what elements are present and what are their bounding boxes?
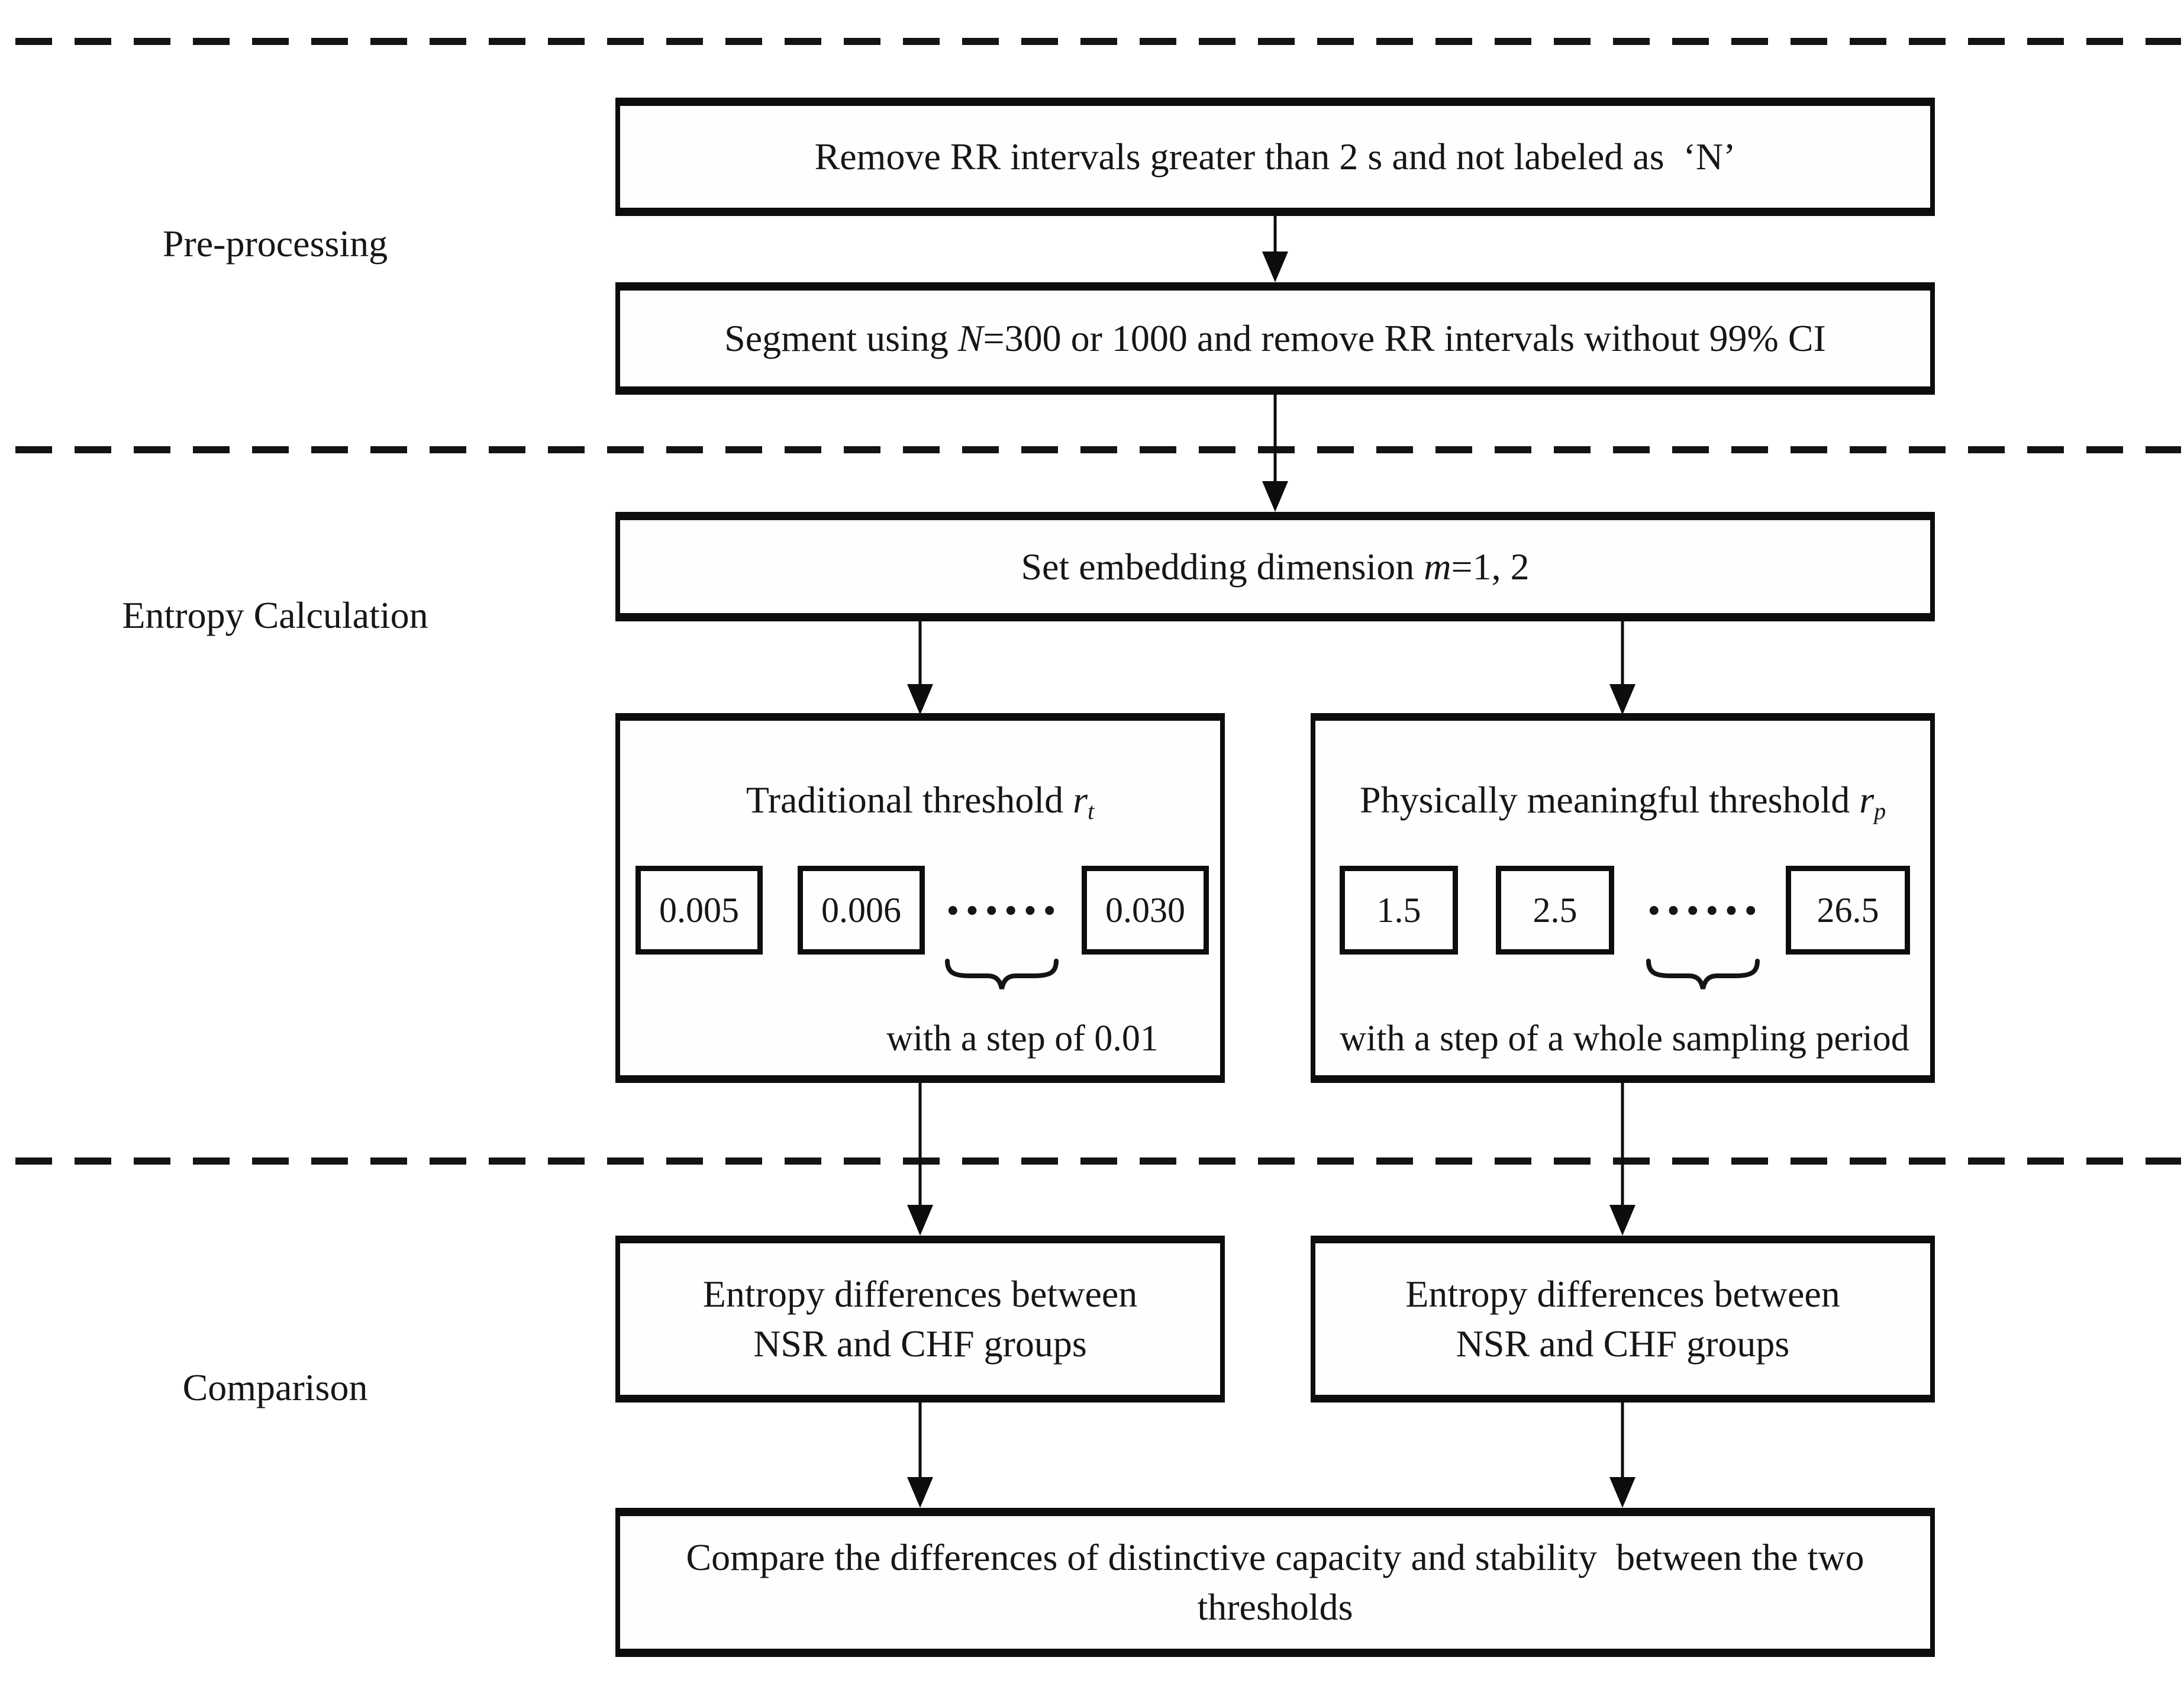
flow-box-segment: Segment using N=300 or 1000 and remove R… — [615, 282, 1935, 395]
physical-value-box-1: 1.5 — [1340, 866, 1458, 955]
flow-box-embedding-dimension: Set embedding dimension m=1, 2 — [615, 512, 1935, 621]
flow-box-remove-rr: Remove RR intervals greater than 2 s and… — [615, 98, 1935, 216]
arrow-shaft — [1621, 1083, 1624, 1210]
arrow-head-icon — [1262, 252, 1288, 282]
physical-title-var: r — [1859, 779, 1875, 821]
arrow-shaft — [1621, 621, 1624, 689]
flow-arrow-diff-right-to-compare — [1609, 1402, 1635, 1508]
traditional-value-box-2: 0.006 — [798, 866, 925, 955]
arrow-shaft — [918, 1083, 922, 1210]
entropy-diff-left-line2: NSR and CHF groups — [753, 1323, 1087, 1365]
segment-text-prefix: Segment using — [724, 317, 958, 359]
flow-box-compare: Compare the differences of distinctive c… — [615, 1508, 1935, 1657]
arrow-head-icon — [907, 684, 933, 715]
underbrace-icon — [943, 957, 1061, 993]
arrow-head-icon — [1609, 684, 1635, 715]
entropy-diff-right-line2: NSR and CHF groups — [1456, 1323, 1790, 1365]
arrow-shaft — [1621, 1402, 1624, 1482]
arrow-head-icon — [907, 1205, 933, 1236]
flow-box-segment-text: Segment using N=300 or 1000 and remove R… — [724, 314, 1826, 363]
flow-arrow-diff-left-to-compare — [907, 1402, 933, 1508]
flow-arrow-embedding-to-physical — [1609, 621, 1635, 715]
physical-value-box-3: 26.5 — [1786, 866, 1910, 955]
arrow-shaft — [1273, 395, 1277, 486]
traditional-value-3: 0.030 — [1105, 890, 1185, 930]
arrow-head-icon — [1609, 1205, 1635, 1236]
traditional-title-var: r — [1073, 779, 1088, 821]
arrow-head-icon — [1262, 481, 1288, 512]
flow-arrow-segment-to-embedding — [1262, 395, 1288, 512]
compare-line2: thresholds — [1197, 1586, 1353, 1628]
flow-box-physical-threshold: Physically meaningful threshold rp 1.5 2… — [1311, 713, 1935, 1083]
embedding-text-prefix: Set embedding dimension — [1021, 545, 1424, 588]
arrow-shaft — [1273, 216, 1277, 256]
traditional-title-prefix: Traditional threshold — [746, 779, 1073, 821]
traditional-ellipsis-dots: ······ — [943, 880, 1060, 940]
traditional-step-note: with a step of 0.01 — [886, 1018, 1159, 1059]
traditional-title-subscript: t — [1088, 798, 1095, 825]
underbrace-icon — [1644, 957, 1762, 993]
flow-box-embedding-text: Set embedding dimension m=1, 2 — [1021, 542, 1529, 592]
physical-value-1: 1.5 — [1376, 890, 1421, 930]
physical-value-box-2: 2.5 — [1496, 866, 1614, 955]
flow-box-remove-rr-text: Remove RR intervals greater than 2 s and… — [814, 136, 1736, 178]
segment-text-var: N — [957, 317, 983, 359]
traditional-value-box-1: 0.005 — [635, 866, 763, 955]
section-label-preprocessing: Pre-processing — [162, 223, 388, 265]
section-label-comparison: Comparison — [182, 1366, 368, 1408]
compare-line1: Compare the differences of distinctive c… — [686, 1536, 1864, 1578]
flow-box-traditional-threshold: Traditional threshold rt 0.005 0.006 ···… — [615, 713, 1225, 1083]
physical-threshold-title: Physically meaningful threshold rp — [1315, 775, 1930, 836]
physical-step-note: with a step of a whole sampling period — [1340, 1018, 1909, 1059]
flow-arrow-traditional-to-diff — [907, 1083, 933, 1236]
arrow-head-icon — [1609, 1477, 1635, 1508]
segment-text-suffix: =300 or 1000 and remove RR intervals wit… — [983, 317, 1826, 359]
section-divider-middle — [15, 446, 2181, 453]
physical-value-3: 26.5 — [1817, 890, 1879, 930]
flow-box-entropy-diff-right: Entropy differences between NSR and CHF … — [1311, 1236, 1935, 1402]
arrow-head-icon — [907, 1477, 933, 1508]
physical-value-2: 2.5 — [1533, 890, 1577, 930]
section-label-entropy-calculation: Entropy Calculation — [122, 594, 428, 636]
traditional-threshold-title: Traditional threshold rt — [620, 775, 1220, 836]
flow-arrow-physical-to-diff — [1609, 1083, 1635, 1236]
arrow-shaft — [918, 621, 922, 689]
physical-title-subscript: p — [1874, 798, 1886, 825]
traditional-value-2: 0.006 — [821, 890, 901, 930]
embedding-text-suffix: =1, 2 — [1451, 545, 1530, 588]
physical-ellipsis-dots: ······ — [1644, 880, 1762, 940]
traditional-value-1: 0.005 — [659, 890, 739, 930]
physical-title-prefix: Physically meaningful threshold — [1359, 779, 1860, 821]
entropy-diff-right-line1: Entropy differences between — [1405, 1273, 1840, 1315]
traditional-value-box-3: 0.030 — [1082, 866, 1209, 955]
flow-arrow-embedding-to-traditional — [907, 621, 933, 715]
arrow-shaft — [918, 1402, 922, 1482]
flow-arrow-remove-to-segment — [1262, 216, 1288, 282]
section-divider-bottom — [15, 1158, 2181, 1165]
embedding-text-var: m — [1424, 545, 1451, 588]
entropy-diff-left-line1: Entropy differences between — [702, 1273, 1138, 1315]
section-divider-top — [15, 38, 2181, 45]
flow-box-entropy-diff-left: Entropy differences between NSR and CHF … — [615, 1236, 1225, 1402]
